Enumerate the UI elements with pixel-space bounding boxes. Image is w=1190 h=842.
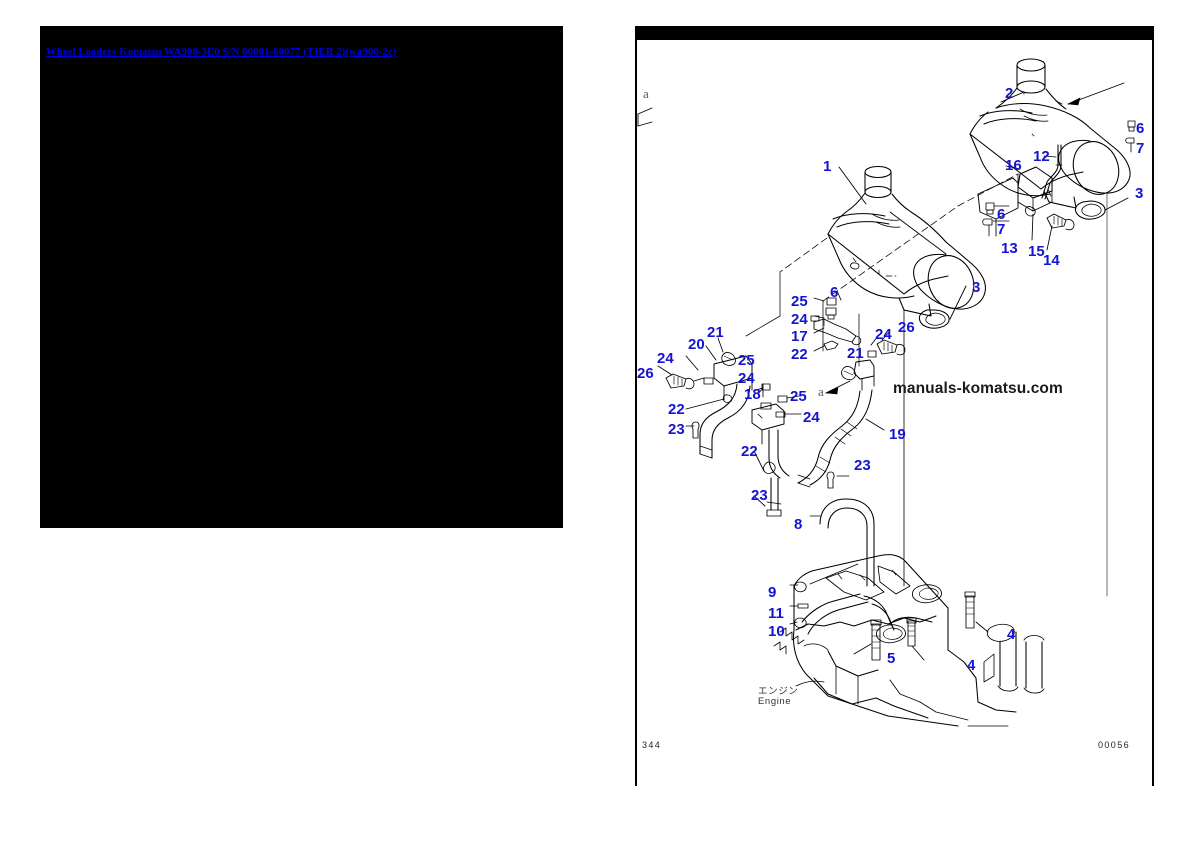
part-callout-19: 19 <box>889 426 906 443</box>
thumbnail-preview-panel: Wheel Loaders Komatsu WA900-3E0 S/N 6000… <box>40 26 563 528</box>
part-callout-4: 4 <box>1007 626 1016 643</box>
part-callout-22: 22 <box>741 443 758 460</box>
diagram-frame-left-border <box>635 40 637 786</box>
exhaust-assembly-drawing <box>637 58 1136 727</box>
part-callout-7: 7 <box>1136 140 1145 157</box>
diagram-frame-right-border <box>1152 40 1154 786</box>
part-callout-15: 15 <box>1028 243 1045 260</box>
part-callout-22: 22 <box>791 346 808 363</box>
part-callout-3: 3 <box>972 279 981 296</box>
part-callout-7: 7 <box>997 221 1006 238</box>
part-callout-4: 4 <box>967 657 976 674</box>
part-callout-22: 22 <box>668 401 685 418</box>
part-callout-6: 6 <box>1136 120 1145 137</box>
engine-label-japanese: エンジン <box>758 686 799 697</box>
engine-label-english: Engine <box>758 696 792 707</box>
part-callout-2: 2 <box>1005 85 1014 102</box>
part-callout-17: 17 <box>791 328 808 345</box>
page-title-link[interactable]: Wheel Loaders Komatsu WA900-3E0 S/N 6000… <box>46 47 397 58</box>
page-number-right: 00056 <box>1098 740 1131 750</box>
part-callout-24: 24 <box>875 326 892 343</box>
diagram-header-bar <box>635 26 1154 40</box>
part-callout-1: 1 <box>823 158 832 175</box>
part-callout-14: 14 <box>1043 252 1060 269</box>
part-callout-3: 3 <box>1135 185 1144 202</box>
part-callout-25: 25 <box>738 352 755 369</box>
part-callout-24: 24 <box>791 311 808 328</box>
part-callout-24: 24 <box>657 350 674 367</box>
part-callout-26: 26 <box>898 319 915 336</box>
part-callout-16: 16 <box>1005 157 1022 174</box>
part-callout-18: 18 <box>744 386 761 403</box>
parts-diagram-panel: a a manuals-komatsu.com エンジン Engine 344 … <box>628 26 1154 786</box>
part-callout-11: 11 <box>768 605 784 622</box>
page-number-left: 344 <box>642 740 662 750</box>
part-callout-20: 20 <box>688 336 705 353</box>
section-mark-a-top-left: a <box>643 86 649 101</box>
part-callout-23: 23 <box>668 421 685 438</box>
part-callout-6: 6 <box>830 284 839 301</box>
part-callout-9: 9 <box>768 584 777 601</box>
watermark-text: manuals-komatsu.com <box>893 380 1063 397</box>
part-callout-6: 6 <box>997 206 1006 223</box>
part-callout-13: 13 <box>1001 240 1018 257</box>
part-callout-24: 24 <box>803 409 820 426</box>
part-callout-21: 21 <box>847 345 864 362</box>
part-callout-25: 25 <box>791 293 808 310</box>
part-callout-25: 25 <box>790 388 807 405</box>
section-mark-a-middle: a <box>818 384 824 399</box>
part-callout-10: 10 <box>768 623 785 640</box>
part-callout-21: 21 <box>707 324 724 341</box>
part-callout-26: 26 <box>637 365 654 382</box>
part-callout-5: 5 <box>887 650 896 667</box>
part-callout-23: 23 <box>854 457 871 474</box>
part-callout-23: 23 <box>751 487 768 504</box>
part-callout-12: 12 <box>1033 148 1050 165</box>
part-callout-24: 24 <box>738 370 755 387</box>
part-callout-8: 8 <box>794 516 803 533</box>
